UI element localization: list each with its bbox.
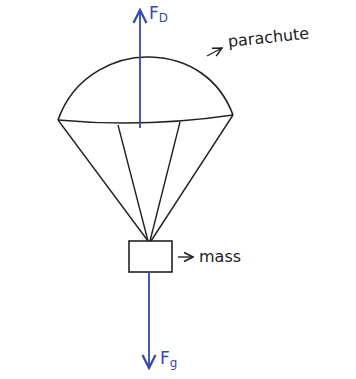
canopy-top [58, 57, 233, 120]
canopy-rim [58, 115, 233, 123]
part-label: parachute [227, 26, 310, 50]
part-label: mass [199, 249, 241, 265]
gravity-force-arrow [148, 272, 150, 368]
callout-arrow [178, 256, 193, 257]
suspension-lines [58, 115, 233, 241]
mass-box [129, 241, 172, 272]
force-label: Fg [160, 350, 177, 370]
force-label: FD [149, 5, 168, 25]
drag-force-arrow [139, 10, 141, 128]
callout-arrow [207, 48, 222, 56]
